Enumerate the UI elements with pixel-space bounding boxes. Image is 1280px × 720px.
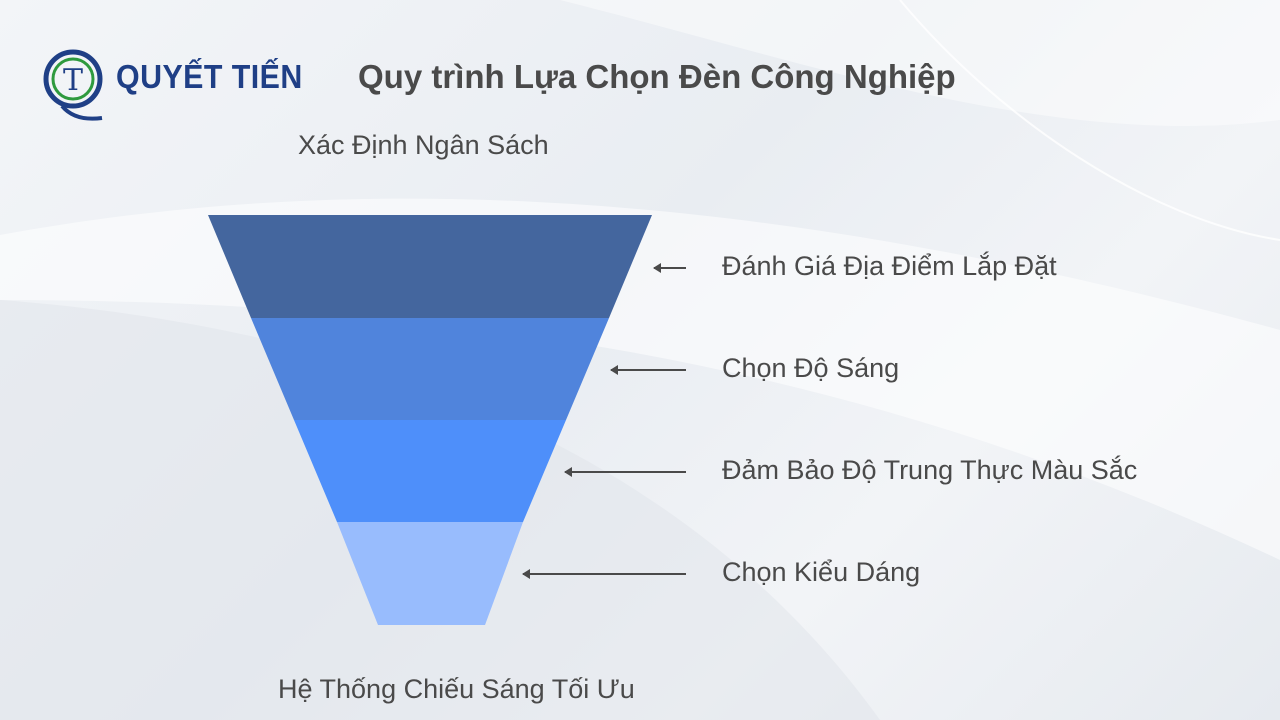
- step-label-3: Đảm Bảo Độ Trung Thực Màu Sắc: [722, 455, 1138, 485]
- funnel-segment-1: [208, 215, 652, 318]
- arrow-step-3: [564, 467, 686, 477]
- page-title: Quy trình Lựa Chọn Đèn Công Nghiệp: [358, 58, 956, 95]
- step-label-2: Chọn Độ Sáng: [722, 353, 900, 383]
- arrow-step-4: [522, 569, 686, 579]
- funnel-segment-2: [251, 318, 609, 420]
- step-label-1: Đánh Giá Địa Điểm Lắp Đặt: [722, 251, 1057, 281]
- arrow-step-2: [610, 365, 686, 375]
- arrow-step-1: [653, 263, 686, 273]
- step-label-4: Chọn Kiểu Dáng: [722, 557, 921, 587]
- funnel-top-label: Xác Định Ngân Sách: [298, 130, 549, 160]
- funnel-segment-4: [337, 522, 523, 625]
- funnel-segment-3: [294, 420, 566, 522]
- brand-name: QUYẾT TIẾN: [116, 58, 303, 95]
- funnel-bottom-label: Hệ Thống Chiếu Sáng Tối Ưu: [278, 674, 635, 704]
- svg-text:T: T: [63, 63, 83, 98]
- qt-logo-icon: T: [43, 49, 103, 121]
